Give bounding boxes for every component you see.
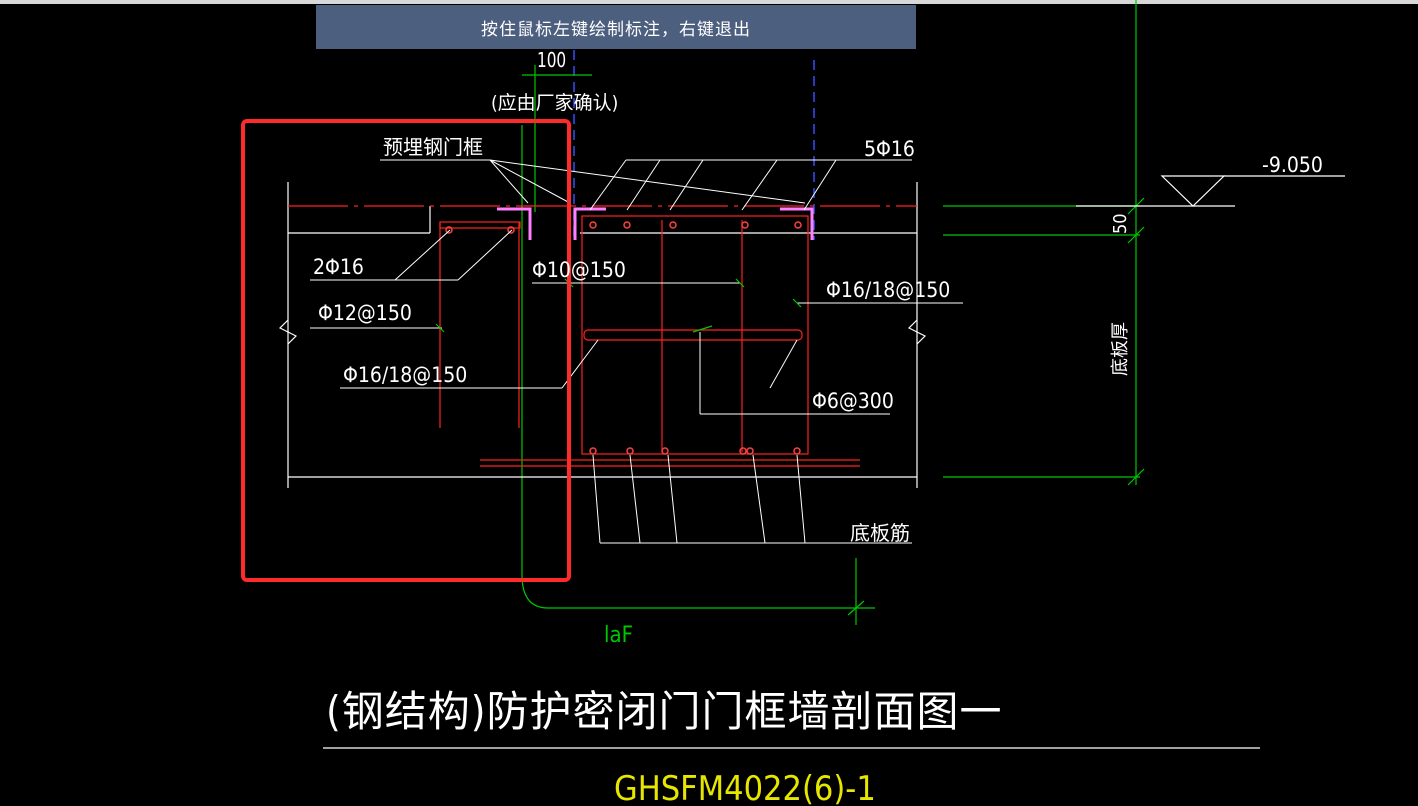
rebar-dots bbox=[445, 221, 802, 455]
embedded-frame-label: 预埋钢门框 bbox=[383, 135, 483, 159]
window-top-edge bbox=[0, 0, 1418, 4]
axis-lines bbox=[573, 50, 815, 240]
slab-thickness-label: 底板厚 bbox=[1110, 322, 1131, 376]
elevation-marker bbox=[1076, 175, 1345, 207]
dim-note-label: (应由厂家确认) bbox=[491, 92, 618, 114]
wall-outline bbox=[278, 182, 927, 488]
rebar-phi16-18-right-label: Φ16/18@150 bbox=[826, 278, 950, 302]
selection-rectangle[interactable] bbox=[241, 119, 571, 582]
elevation-label: -9.050 bbox=[1262, 153, 1323, 177]
rebar-phi12-label: Φ12@150 bbox=[318, 301, 412, 325]
rebar-phi16-18-left-label: Φ16/18@150 bbox=[343, 363, 467, 387]
dim-100-label: 100 bbox=[537, 50, 566, 73]
rebar-lines bbox=[288, 205, 917, 467]
laf-label: laF bbox=[604, 623, 633, 648]
drawing-title: (钢结构)防护密闭门门框墙剖面图一 bbox=[326, 687, 1003, 736]
rebar-phi10-label: Φ10@150 bbox=[532, 258, 626, 282]
rebar-phi6-label: Φ6@300 bbox=[812, 389, 894, 413]
rebar-5phi16-label: 5Φ16 bbox=[864, 137, 915, 161]
command-hint-bar: 按住鼠标左键绘制标注，右键退出 bbox=[316, 5, 916, 49]
leader-ticks bbox=[435, 278, 802, 333]
leader-lines bbox=[310, 159, 963, 544]
command-hint-text: 按住鼠标左键绘制标注，右键退出 bbox=[481, 19, 751, 40]
dim-50-label: 50 bbox=[1110, 213, 1131, 234]
slab-rebar-label: 底板筋 bbox=[850, 521, 910, 545]
embedded-steel-frame bbox=[497, 207, 814, 240]
rebar-2phi16-label: 2Φ16 bbox=[313, 255, 364, 279]
drawing-code: GHSFM4022(6)-1 bbox=[614, 769, 876, 806]
